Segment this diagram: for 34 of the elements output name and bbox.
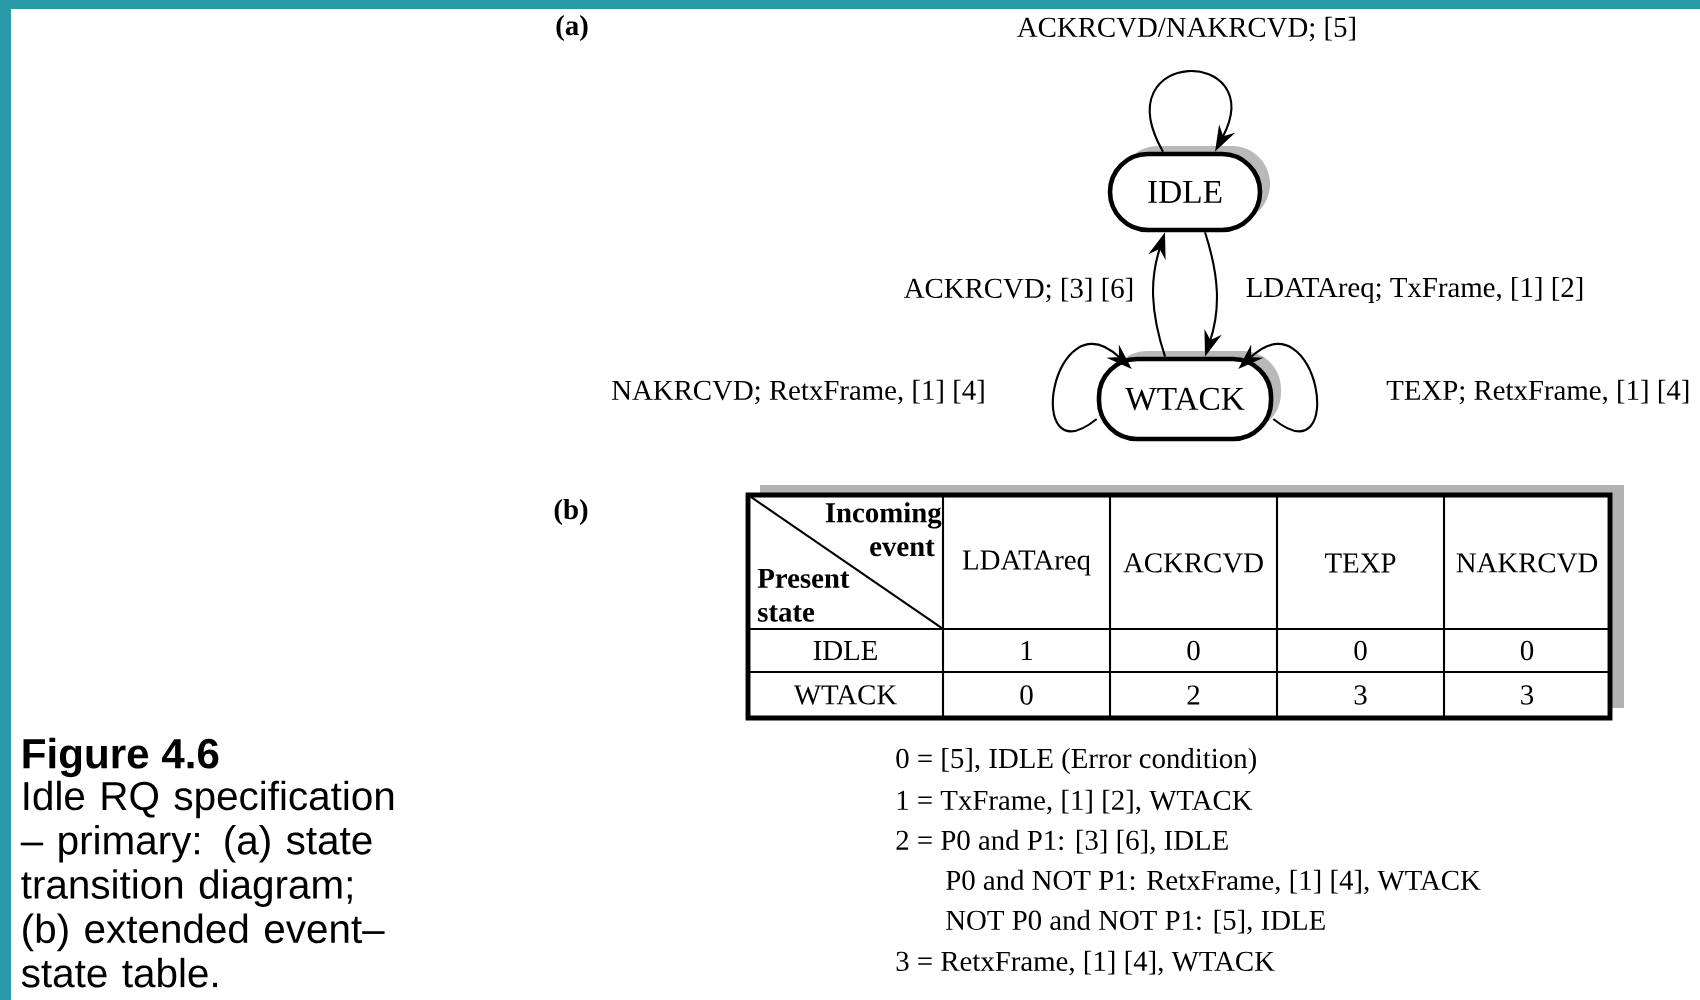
table-cell: TEXP (1325, 553, 1396, 573)
panel-label: (b) (554, 498, 588, 526)
code-definition: 0 = [5], IDLE (Error condition) (896, 747, 1256, 775)
row-header: Present state (757, 568, 850, 622)
table-cell: 2 (1187, 685, 1200, 705)
table-cell: NAKRCVD (1456, 553, 1598, 573)
table-cell: IDLE (813, 641, 877, 660)
table-cell: 0 (1187, 640, 1200, 661)
panel-label: (a) (556, 14, 588, 42)
table-cell: 0 (1520, 640, 1534, 661)
state-box: WTACK (1096, 351, 1281, 442)
table-cell: WTACK (793, 685, 897, 705)
code-definition: 1 = TxFrame, [1] [2], WTACK (897, 789, 1253, 815)
code-definition: 3 = RetxFrame, [1] [4], WTACK (896, 950, 1275, 976)
edge-label: ACKRCVD; [3] [6] (904, 277, 1133, 303)
arrow (1149, 70, 1236, 153)
table-cell: 3 (1521, 685, 1534, 705)
figure-title: Figure 4.6 (23, 737, 219, 778)
edge-label: ACKRCVD/NAKRCVD; [5] (1017, 16, 1355, 42)
table-cell: ACKRCVD (1123, 553, 1263, 573)
edge-label: LDATAreq; TxFrame, [1] [2] (1246, 276, 1583, 304)
column-header: Incoming event (825, 502, 942, 557)
edge-label: NAKRCVD; RetxFrame, [1] [4] (612, 379, 984, 405)
table-cell: 3 (1354, 685, 1367, 705)
figure-caption: Idle RQ specification – primary: (a) state transition diagram; (b) extended event–state table. (20, 780, 394, 988)
code-definition: P0 and NOT P1: RetxFrame, [1] [4], WTACK (946, 869, 1481, 895)
edge-label: TEXP; RetxFrame, [1] [4] (1386, 379, 1689, 405)
table-cell: 1 (1021, 641, 1032, 660)
code-definition: 2 = P0 and P1: [3] [6], IDLE (896, 829, 1228, 855)
table-cell: 0 (1354, 640, 1367, 661)
state-box: IDLE (1107, 146, 1270, 233)
table-cell: LDATAreq (962, 550, 1091, 576)
table-cell: 0 (1020, 685, 1033, 705)
code-definition: NOT P0 and NOT P1: [5], IDLE (946, 909, 1325, 935)
